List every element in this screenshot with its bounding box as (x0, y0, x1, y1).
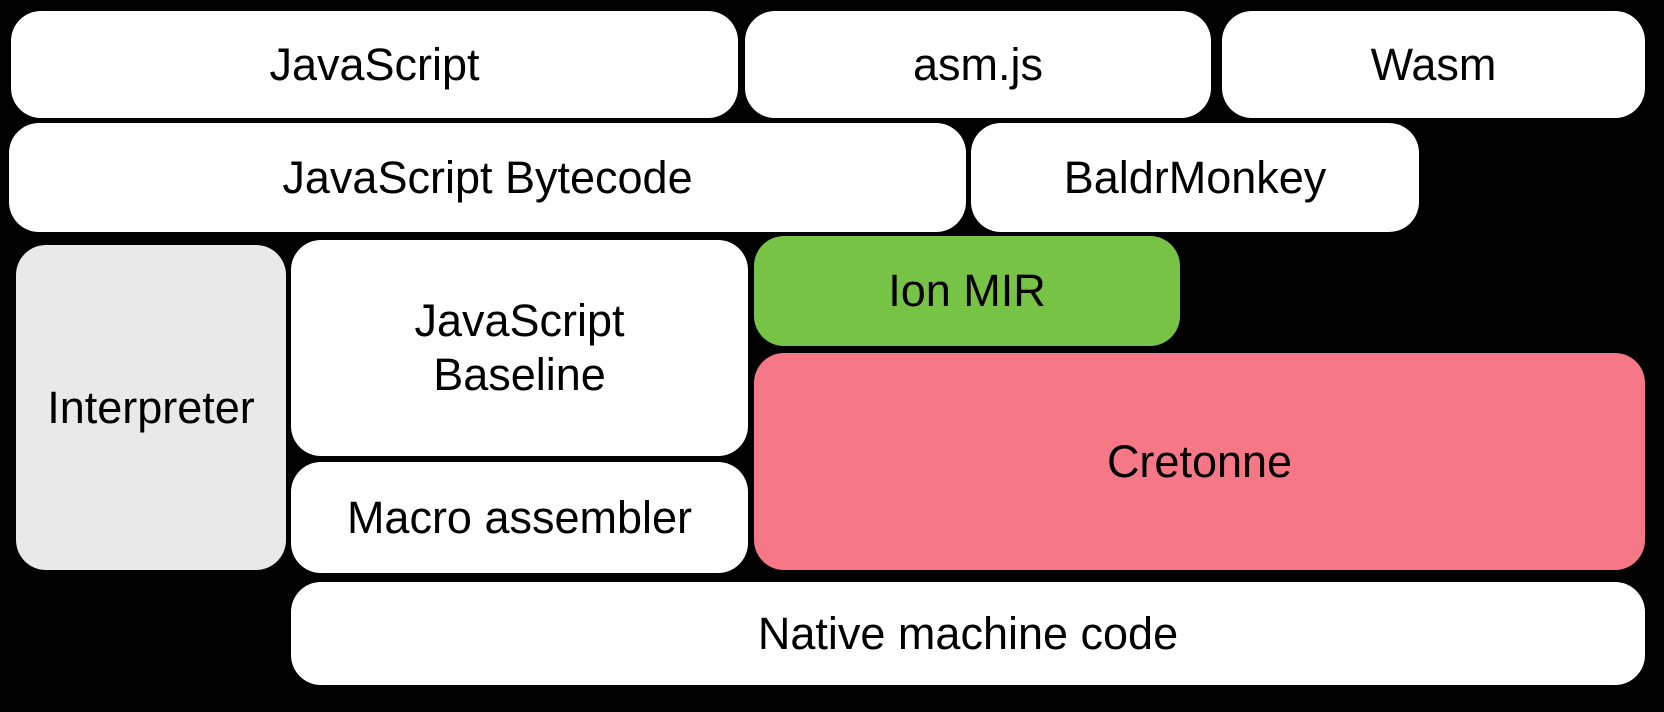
box-interpreter-label: Interpreter (47, 381, 255, 433)
box-wasm-label: Wasm (1370, 38, 1497, 90)
box-ion-mir: Ion MIR (754, 236, 1180, 346)
box-native-machine-code-label: Native machine code (757, 607, 1179, 659)
box-cretonne: Cretonne (754, 353, 1645, 570)
box-asmjs-label: asm.js (912, 38, 1043, 90)
box-javascript-baseline-label: JavaScript Baseline (414, 294, 624, 402)
box-javascript-baseline-line2: Baseline (433, 349, 606, 400)
box-wasm: Wasm (1222, 11, 1645, 118)
box-macro-assembler-label: Macro assembler (346, 491, 693, 543)
box-javascript-bytecode: JavaScript Bytecode (9, 123, 966, 232)
box-javascript-bytecode-label: JavaScript Bytecode (282, 151, 693, 203)
box-macro-assembler: Macro assembler (291, 462, 748, 573)
box-cretonne-label: Cretonne (1106, 435, 1293, 487)
box-javascript-baseline-line1: JavaScript (414, 295, 625, 346)
box-ion-mir-label: Ion MIR (888, 265, 1046, 316)
box-javascript-label: JavaScript (269, 38, 480, 90)
box-asmjs: asm.js (745, 11, 1211, 118)
box-javascript: JavaScript (11, 11, 738, 118)
box-baldrmonkey-label: BaldrMonkey (1063, 151, 1327, 203)
box-interpreter: Interpreter (16, 245, 286, 570)
box-native-machine-code: Native machine code (291, 582, 1645, 685)
box-baldrmonkey: BaldrMonkey (971, 123, 1419, 232)
box-javascript-baseline: JavaScript Baseline (291, 240, 748, 456)
